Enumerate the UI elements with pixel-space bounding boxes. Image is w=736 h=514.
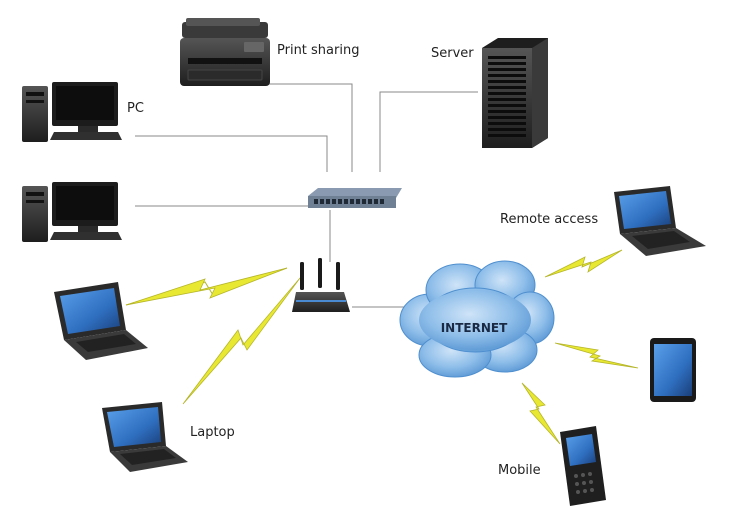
link-printer-switch	[268, 83, 353, 172]
wireless-internet-tablet	[554, 342, 639, 369]
desktop-pc-icon	[22, 182, 122, 242]
laptop-icon	[54, 282, 148, 360]
server-tower-icon	[482, 38, 548, 148]
smartphone-icon	[560, 426, 606, 506]
link-server-switch	[379, 91, 478, 172]
label-server: Server	[431, 46, 474, 61]
wireless-router-icon	[292, 258, 350, 312]
label-print-sharing: Print sharing	[277, 43, 360, 58]
label-remote-access: Remote access	[500, 212, 599, 227]
laptop-icon	[102, 402, 188, 472]
label-laptop: Laptop	[190, 425, 235, 440]
cloud-icon	[399, 260, 555, 378]
wireless-internet-mobile	[521, 382, 561, 445]
wireless-internet-remote	[544, 249, 623, 278]
wireless-router-laptop2	[182, 277, 301, 405]
link-pc1-switch	[135, 135, 328, 172]
laptop-icon	[614, 186, 706, 256]
internet-label: INTERNET	[441, 321, 508, 335]
printer-icon	[180, 18, 270, 86]
network-switch-icon	[308, 188, 402, 208]
label-pc: PC	[127, 101, 144, 116]
desktop-pc-icon	[22, 82, 122, 142]
tablet-icon	[650, 338, 696, 402]
wireless-router-laptop1	[125, 267, 288, 306]
label-mobile: Mobile	[498, 463, 541, 478]
wired-links	[135, 83, 478, 308]
wireless-links	[125, 249, 639, 445]
